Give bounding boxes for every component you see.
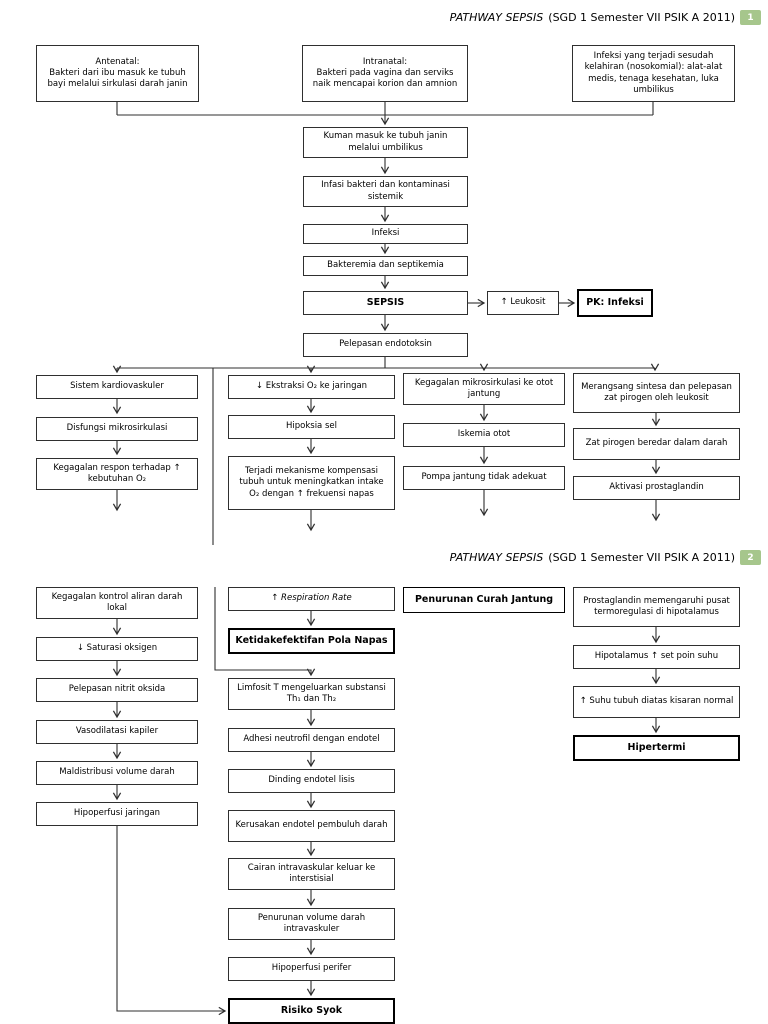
node-limfosit: Limfosit T mengeluarkan substansi Th₁ da… [228, 678, 395, 710]
node-pelepasan-endotoksin: Pelepasan endotoksin [303, 333, 468, 357]
node-zat-pirogen: Zat pirogen beredar dalam darah [573, 428, 740, 460]
page1-header: PATHWAY SEPSIS (SGD 1 Semester VII PSIK … [0, 10, 761, 25]
node-antenatal: Antenatal: Bakteri dari ibu masuk ke tub… [36, 45, 199, 102]
node-merangsang-sintesa: Merangsang sintesa dan pelepasan zat pir… [573, 373, 740, 413]
node-sepsis: SEPSIS [303, 291, 468, 315]
node-cairan-intravaskular: Cairan intravaskular keluar ke interstis… [228, 858, 395, 890]
node-maldistribusi: Maldistribusi volume darah [36, 761, 198, 785]
node-sistem-kardiovaskuler: Sistem kardiovaskuler [36, 375, 198, 399]
node-kuman-masuk: Kuman masuk ke tubuh janin melalui umbil… [303, 127, 468, 158]
node-hipertermi: Hipertermi [573, 735, 740, 761]
node-kegagalan-respon: Kegagalan respon terhadap ↑ kebutuhan O₂ [36, 458, 198, 490]
page-title: PATHWAY SEPSIS [449, 11, 544, 24]
node-ekstraksi-o2: ↓ Ekstraksi O₂ ke jaringan [228, 375, 395, 399]
node-nosokomial: Infeksi yang terjadi sesudah kelahiran (… [572, 45, 735, 102]
node-iskemia-otot: Iskemia otot [403, 423, 565, 447]
node-pk-infeksi: PK: Infeksi [577, 289, 653, 317]
node-hipotalamus-set-poin: Hipotalamus ↑ set poin suhu [573, 645, 740, 669]
node-penurunan-volume: Penurunan volume darah intravaskuler [228, 908, 395, 940]
node-hipoperfusi-perifer: Hipoperfusi perifer [228, 957, 395, 981]
page-subtitle: (SGD 1 Semester VII PSIK A 2011) [548, 11, 735, 24]
node-aktivasi-prostaglandin: Aktivasi prostaglandin [573, 476, 740, 500]
node-kerusakan-endotel: Kerusakan endotel pembuluh darah [228, 810, 395, 842]
node-pelepasan-nitrit: Pelepasan nitrit oksida [36, 678, 198, 702]
node-prostaglandin-termoregulasi: Prostaglandin memengaruhi pusat termoreg… [573, 587, 740, 627]
node-infasi-bakteri: Infasi bakteri dan kontaminasi sistemik [303, 176, 468, 207]
node-pompa-jantung: Pompa jantung tidak adekuat [403, 466, 565, 490]
page2-header: PATHWAY SEPSIS (SGD 1 Semester VII PSIK … [0, 550, 761, 565]
node-ketidakefektifan-pola-napas: Ketidakefektifan Pola Napas [228, 628, 395, 654]
node-intranatal: Intranatal: Bakteri pada vagina dan serv… [302, 45, 468, 102]
page-number-badge: 1 [740, 10, 761, 25]
node-saturasi-oksigen: ↓ Saturasi oksigen [36, 637, 198, 661]
node-vasodilatasi-kapiler: Vasodilatasi kapiler [36, 720, 198, 744]
node-adhesi-neutrofil: Adhesi neutrofil dengan endotel [228, 728, 395, 752]
node-disfungsi-mikrosirkulasi: Disfungsi mikrosirkulasi [36, 417, 198, 441]
node-mekanisme-kompensasi: Terjadi mekanisme kompensasi tubuh untuk… [228, 456, 395, 510]
node-penurunan-curah-jantung: Penurunan Curah Jantung [403, 587, 565, 613]
node-hipoksia-sel: Hipoksia sel [228, 415, 395, 439]
page-subtitle: (SGD 1 Semester VII PSIK A 2011) [548, 551, 735, 564]
node-risiko-syok: Risiko Syok [228, 998, 395, 1024]
node-leukosit: ↑ Leukosit [487, 291, 559, 315]
node-infeksi: Infeksi [303, 224, 468, 244]
node-bakteremia: Bakteremia dan septikemia [303, 256, 468, 276]
page-number-badge: 2 [740, 550, 761, 565]
node-suhu-tubuh: ↑ Suhu tubuh diatas kisaran normal [573, 686, 740, 718]
node-dinding-endotel: Dinding endotel lisis [228, 769, 395, 793]
node-hipoperfusi-jaringan: Hipoperfusi jaringan [36, 802, 198, 826]
node-kegagalan-kontrol: Kegagalan kontrol aliran darah lokal [36, 587, 198, 619]
node-kegagalan-mikrosirkulasi: Kegagalan mikrosirkulasi ke otot jantung [403, 373, 565, 405]
node-respiration-rate: ↑ Respiration Rate [228, 587, 395, 611]
page-title: PATHWAY SEPSIS [449, 551, 544, 564]
